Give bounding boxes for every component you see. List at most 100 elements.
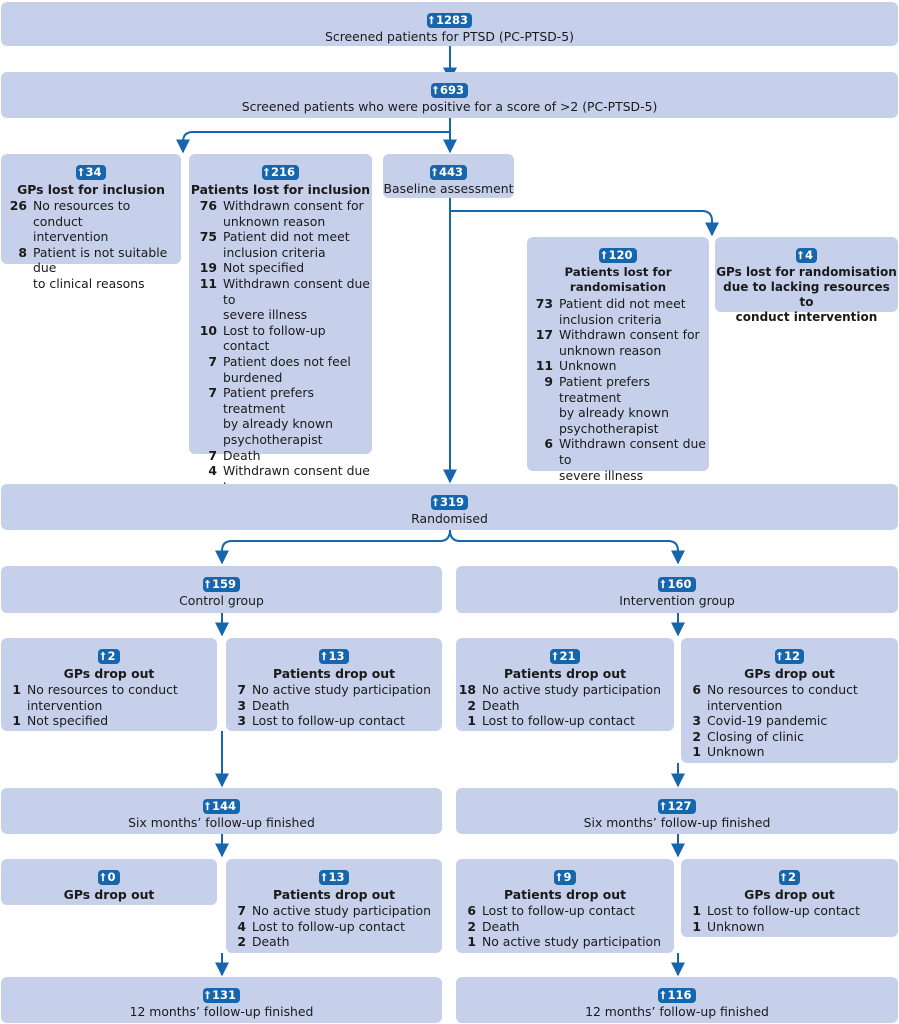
count-badge: †144 (202, 799, 240, 814)
box-title: Patients lost for inclusion (190, 182, 371, 197)
box-title: Patients lost for randomisation (564, 265, 672, 294)
reason-count (7, 276, 27, 292)
reason-count: 19 (199, 260, 217, 276)
person-icon: † (78, 167, 84, 178)
person-icon: † (321, 651, 327, 662)
reason-count: 18 (458, 682, 476, 697)
reason-count: 73 (535, 296, 553, 311)
reason-item: severe illness (531, 468, 709, 484)
reason-item: psychotherapist (531, 421, 709, 437)
reason-text: Lost to follow-up contact (223, 322, 326, 354)
reason-text: Lost to follow-up contact (252, 918, 405, 934)
reason-item: 76 Withdrawn consent for (195, 198, 372, 214)
count-badge: †693 (430, 83, 468, 98)
reason-count: 9 (544, 373, 553, 389)
box-label: 12 months’ follow-up finished (585, 1004, 769, 1019)
reason-count (531, 468, 553, 484)
reason-count (195, 214, 217, 230)
reason-text: unknown reason (559, 342, 662, 358)
count-badge: †443 (429, 165, 467, 180)
person-icon: † (797, 250, 803, 261)
reason-item: 7 Death (195, 448, 372, 464)
randomised-box: †319 Randomised (1, 484, 898, 530)
reason-count: 3 (237, 697, 246, 713)
gp-lost-randomisation-box: †4 GPs lost for randomisation due to lac… (715, 237, 898, 324)
box-label: Six months’ follow-up finished (128, 815, 315, 830)
reason-item: psychotherapist (195, 432, 372, 448)
reason-text: Lost to follow-up contact (482, 713, 635, 729)
reason-text: No active study participation (482, 682, 661, 697)
reason-count: 4 (237, 918, 246, 934)
reason-count (195, 416, 217, 432)
control-six-month-box: †144 Six months’ follow-up finished (1, 788, 442, 834)
reason-text: Withdrawn consent due to (559, 436, 706, 467)
person-icon: † (431, 167, 437, 178)
count-badge: †2 (98, 649, 120, 664)
reason-text: intervention (33, 229, 109, 245)
reason-count: 6 (544, 436, 553, 452)
reason-item: 7 Patient prefers treatment (195, 385, 372, 416)
intervention-six-month-box: †127 Six months’ follow-up finished (456, 788, 898, 834)
count-badge: †120 (599, 248, 637, 263)
reason-text: Patient is not suitable due (33, 244, 168, 276)
reason-count (531, 405, 553, 421)
reason-text: Patient prefers treatment (223, 385, 314, 416)
reason-text: psychotherapist (223, 431, 323, 447)
control-group-box: †159 Control group (1, 566, 442, 613)
reason-item: 6 Withdrawn consent due to (531, 436, 709, 467)
reason-text: No resources to conduct (33, 198, 131, 229)
reason-count: 7 (208, 385, 217, 401)
reason-text: Death (223, 447, 261, 463)
reason-count: 7 (208, 447, 217, 463)
box-label: Screened patients for PTSD (PC-PTSD-5) (325, 29, 574, 44)
reason-item: inclusion criteria (531, 312, 709, 328)
box-label: Intervention group (619, 593, 735, 608)
reason-count: 8 (18, 244, 27, 260)
person-icon: † (776, 651, 782, 662)
reason-text: Withdrawn consent for (223, 198, 364, 213)
box-title-line: GPs lost for randomisation (716, 265, 897, 279)
count-badge: †2 (778, 870, 800, 885)
person-icon: † (660, 579, 666, 590)
reason-count: 6 (467, 903, 476, 918)
reason-count: 1 (692, 744, 701, 760)
baseline-box: †443 Baseline assessment (383, 154, 514, 198)
reason-count: 2 (237, 934, 246, 950)
reason-text: Closing of clinic (707, 728, 804, 744)
reason-text: by already known (559, 405, 669, 421)
box-label: Control group (179, 593, 264, 608)
reason-item: inclusion criteria (195, 245, 372, 261)
box-title: GPs drop out (63, 666, 155, 681)
reason-item: by already known (531, 405, 709, 421)
reason-item: by already known (195, 416, 372, 432)
reason-count (1, 698, 21, 714)
reason-count: 76 (199, 198, 217, 213)
person-icon: † (432, 497, 438, 508)
count-badge: †21 (550, 649, 580, 664)
box-label: Randomised (411, 511, 488, 526)
reason-text: Death (252, 697, 290, 713)
reason-item: unknown reason (195, 214, 372, 230)
reason-item: burdened (195, 370, 372, 386)
reason-count: 10 (199, 322, 217, 338)
box-title: GPs drop out (744, 887, 835, 902)
count-badge: †116 (658, 988, 696, 1003)
